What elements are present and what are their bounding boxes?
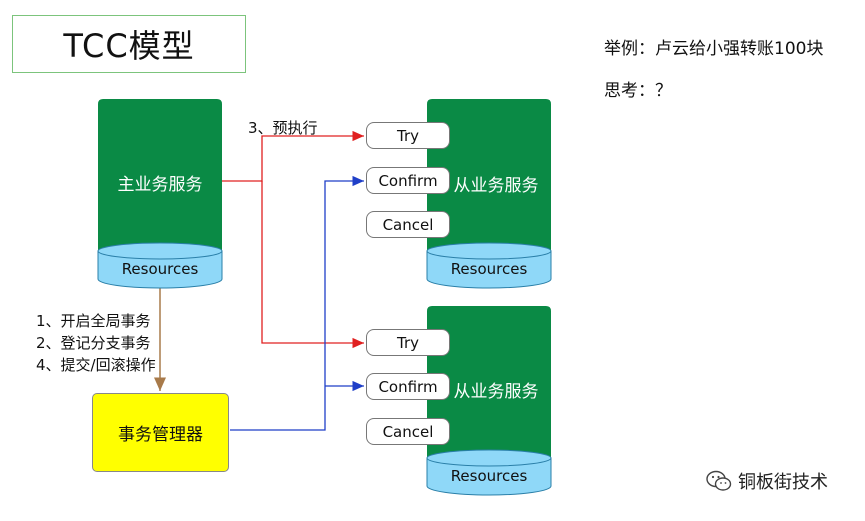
red-arrow-to-try-2	[261, 181, 364, 349]
watermark: 铜板街技术	[706, 468, 828, 494]
try-box-2: Try	[366, 329, 450, 356]
red-arrow-to-try-1	[221, 130, 364, 182]
slave-service-1-label: 从业务服务	[453, 176, 539, 196]
page-title: TCC模型	[12, 15, 246, 73]
cancel-box-2: Cancel	[366, 418, 450, 445]
try-box-1: Try	[366, 122, 450, 149]
main-service-cylinder: 主业务服务 Resources	[97, 99, 223, 289]
slave-service-2-cylinder: 从业务服务 Resources	[426, 306, 552, 496]
step-item: 2、登记分支事务	[36, 334, 151, 352]
steps-list: 1、开启全局事务 2、登记分支事务 4、提交/回滚操作	[36, 310, 156, 376]
pre-execute-label: 3、预执行	[248, 119, 318, 137]
watermark-text: 铜板街技术	[738, 472, 828, 493]
main-service-label: 主业务服务	[117, 175, 203, 195]
slave-service-1-cylinder: 从业务服务 Resources	[426, 99, 552, 289]
confirm-box-1: Confirm	[366, 167, 450, 194]
main-resources-label: Resources	[121, 260, 199, 278]
wechat-icon	[706, 470, 732, 491]
blue-arrow-to-confirm-1	[230, 175, 364, 431]
cancel-box-1: Cancel	[366, 211, 450, 238]
transaction-manager-label: 事务管理器	[118, 425, 203, 445]
step-item: 4、提交/回滚操作	[36, 356, 156, 374]
slave-service-2-label: 从业务服务	[453, 382, 539, 402]
think-note: 思考：？	[604, 81, 672, 101]
confirm-box-2: Confirm	[366, 373, 450, 400]
step-item: 1、开启全局事务	[36, 312, 151, 330]
title-text: TCC模型	[63, 27, 195, 65]
example-note: 举例：卢云给小强转账100块	[604, 39, 824, 59]
slave-2-resources-label: Resources	[450, 467, 528, 485]
transaction-manager-box: 事务管理器	[92, 393, 229, 472]
slave-1-resources-label: Resources	[450, 260, 528, 278]
